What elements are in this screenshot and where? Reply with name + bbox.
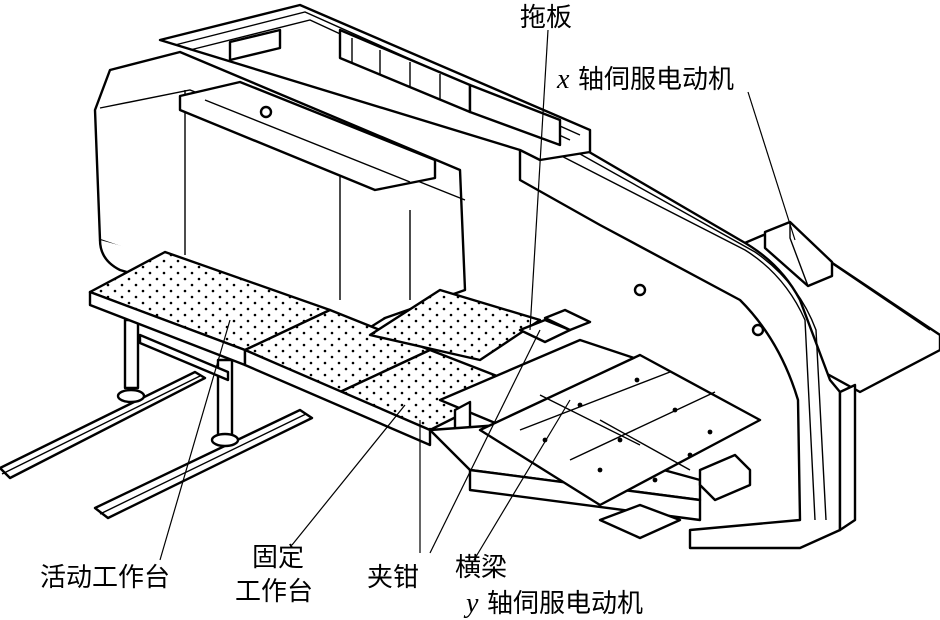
label-x-motor: 轴伺服电动机 xyxy=(578,65,734,95)
label-tuoban: 拖板 xyxy=(520,3,572,33)
label-guding-2: 工作台 xyxy=(235,577,313,607)
worktables xyxy=(88,250,542,447)
leader-lines xyxy=(159,29,796,561)
clamps xyxy=(518,308,592,344)
y-table xyxy=(478,353,762,540)
label-x-var: x xyxy=(556,64,570,95)
table-legs xyxy=(116,318,240,448)
label-jiaqian: 夹钳 xyxy=(367,563,419,593)
label-y-var: y xyxy=(463,588,479,619)
label-y-motor: 轴伺服电动机 xyxy=(487,589,643,619)
x-servo-motor xyxy=(763,220,834,288)
upper-frame xyxy=(158,3,592,162)
label-huodong: 活动工作台 xyxy=(40,563,170,593)
machine-frame xyxy=(518,133,857,550)
label-guding-1: 固定 xyxy=(252,543,304,573)
label-hengliang: 横梁 xyxy=(455,553,507,583)
floor-rails xyxy=(0,370,314,520)
